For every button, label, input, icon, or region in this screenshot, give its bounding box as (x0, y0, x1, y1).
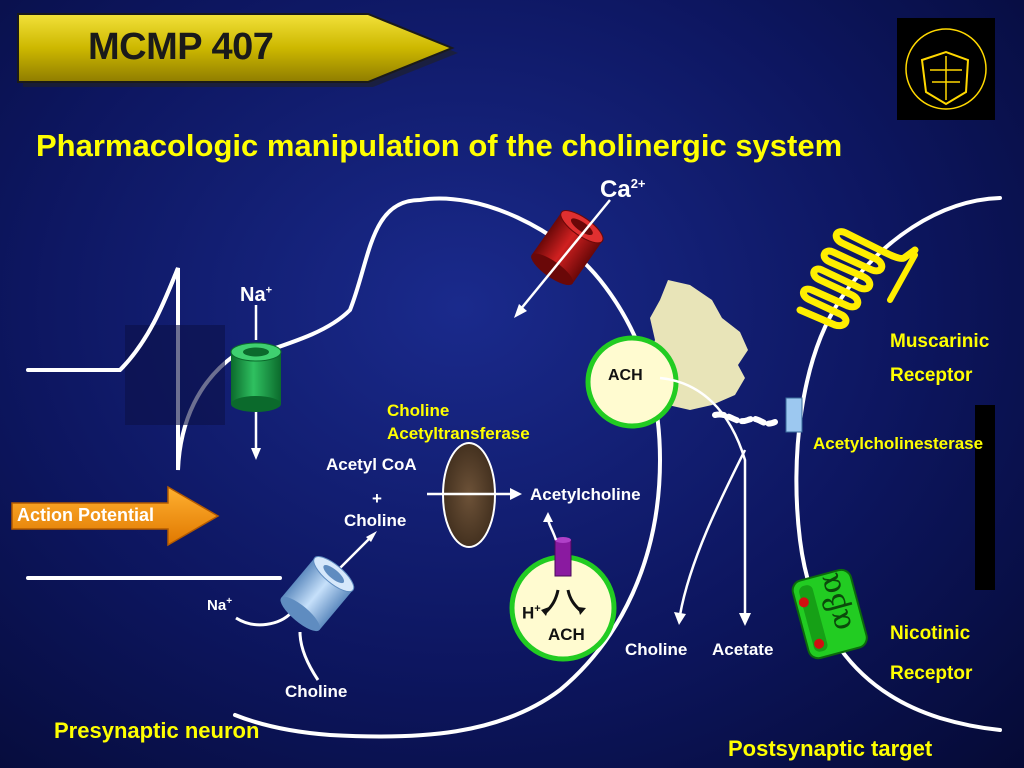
muscarinic-receptor-icon (796, 228, 919, 330)
na-top-label: Na+ (240, 284, 273, 306)
choline-transporter-label: Choline (285, 682, 348, 701)
action-potential-arrow-icon (11, 485, 220, 547)
na-channel-icon (230, 305, 282, 460)
choline-transporter-icon (235, 556, 355, 681)
ca-arrowhead (514, 304, 527, 318)
arrowhead-acetylcholine (510, 488, 522, 500)
proton-pump-icon (541, 512, 586, 616)
nicotinic-receptor-icon (791, 568, 868, 660)
arrowhead-acetate (739, 613, 751, 626)
acetyl-coa-label: Acetyl CoA (326, 455, 417, 474)
acetylcholinesterase-icon (712, 397, 803, 433)
edge-bar (975, 405, 995, 590)
choline-product-label: Choline (625, 640, 688, 659)
plus-sign: + (372, 489, 382, 508)
action-potential-waveform (118, 267, 180, 372)
ach-vesicle-bottom-label: ACH (548, 625, 585, 644)
acetylcholinesterase-label: Acetylcholinesterase (813, 434, 984, 453)
action-potential-label: Action Potential (17, 505, 155, 525)
ca-label: Ca2+ (600, 176, 646, 203)
page-title: Pharmacologic manipulation of the cholin… (36, 128, 843, 163)
course-title: MCMP 407 (88, 26, 274, 68)
acetylcholine-label: Acetylcholine (530, 485, 641, 504)
ca-flow-arrow (519, 199, 611, 311)
ach-vesicle-top-label: ACH (608, 367, 643, 384)
h-plus-label: H+ (522, 603, 541, 623)
postsynaptic-membrane (794, 196, 1002, 732)
header-banner (17, 13, 458, 87)
choline-acetyltransferase-label: Choline Acetyltransferase (387, 401, 530, 443)
arrowhead-choline-product (674, 612, 686, 625)
acetate-label: Acetate (712, 640, 774, 659)
backdrop-panel (125, 325, 225, 425)
muscarinic-receptor-label: Muscarinic Receptor (890, 331, 990, 386)
na-bottom-label: Na+ (207, 596, 233, 614)
purdue-seal-icon (897, 18, 995, 120)
postsynaptic-label: Postsynaptic target (728, 736, 933, 761)
presynaptic-label: Presynaptic neuron (54, 718, 260, 743)
arrowhead-choline-reactant (366, 531, 377, 542)
nicotinic-receptor-label: Nicotinic Receptor (890, 623, 973, 684)
choline-reactant-label: Choline (344, 511, 407, 530)
